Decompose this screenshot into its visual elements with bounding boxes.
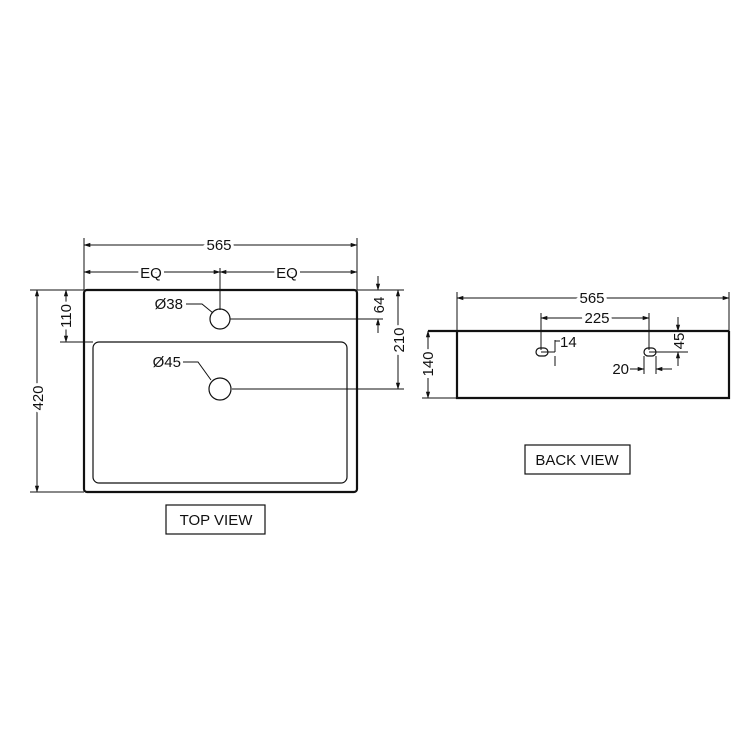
- eq-left-label: EQ: [140, 265, 162, 282]
- top-view: 565 EQ EQ 420 110 Ø38 Ø45 64 210: [27, 234, 411, 535]
- tap-hole: [209, 308, 231, 330]
- back-view-caption: BACK VIEW: [535, 452, 619, 469]
- bracket-width-dimension: 20: [612, 361, 629, 378]
- bracket-height-dimension: 45: [671, 333, 688, 350]
- bracket-hole-dimension: 14: [560, 334, 577, 351]
- waste-hole: [208, 377, 232, 401]
- top-view-caption: TOP VIEW: [180, 512, 254, 529]
- back-view-caption-box: [524, 444, 631, 475]
- top-view-caption-box: [165, 504, 266, 535]
- bracket-spacing-dimension: 225: [584, 310, 609, 327]
- top-width-dimension: 565: [206, 237, 231, 254]
- back-height-dimension: 140: [420, 351, 437, 376]
- tap-offset-dimension: 110: [58, 304, 75, 328]
- back-view-outline: [455, 331, 731, 400]
- basin-outer-outline: [82, 288, 359, 494]
- tap-hole-diameter: Ø38: [155, 296, 183, 313]
- waste-offset-dimension: 210: [391, 327, 408, 352]
- top-depth-dimension: 420: [30, 385, 47, 410]
- tap-hole-offset-dimension: 64: [371, 297, 388, 314]
- eq-right-label: EQ: [276, 265, 298, 282]
- back-width-dimension: 565: [579, 290, 604, 307]
- back-view: 565 225 14 45 20 140 BACK VIEW: [417, 287, 731, 475]
- basin-inner-bowl: [92, 341, 348, 484]
- waste-hole-diameter: Ø45: [153, 354, 181, 371]
